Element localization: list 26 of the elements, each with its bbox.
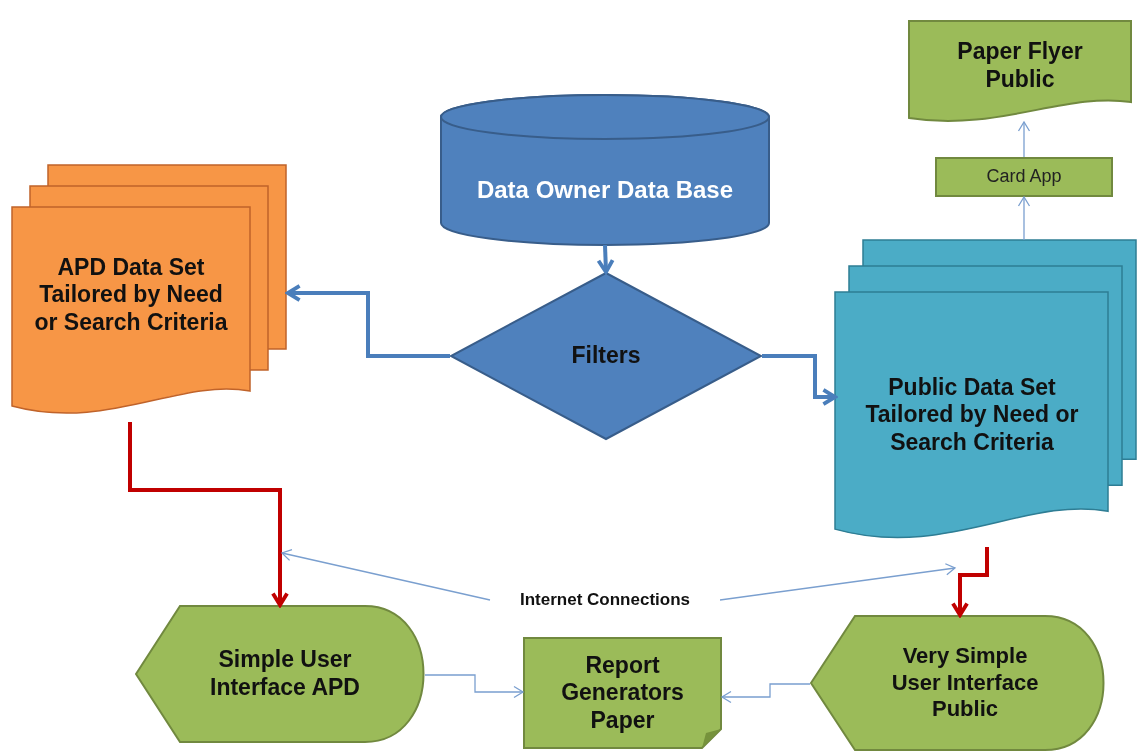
arrow: [762, 354, 837, 406]
node-label: Report Generators Paper: [560, 651, 685, 735]
node-label: Card App: [986, 166, 1062, 188]
arrow: [951, 547, 989, 617]
display-shape: [135, 605, 425, 743]
arrow: [281, 548, 491, 601]
display-shape: [810, 615, 1105, 751]
arrow: [596, 244, 615, 274]
node-label: Very Simple User Interface Public: [890, 643, 1040, 723]
node-label: Public Data Set Tailored by Need or Search Criteria: [864, 373, 1080, 457]
process-box: [935, 157, 1113, 197]
arrow: [1017, 196, 1031, 241]
node-label: Simple User Interface APD: [209, 646, 361, 702]
node-label: Paper Flyer Public: [956, 38, 1084, 94]
note-box: [523, 637, 722, 749]
arrow: [128, 422, 289, 607]
arrow: [721, 683, 811, 704]
node-label: Data Owner Data Base: [476, 175, 734, 205]
arrow: [286, 284, 450, 358]
database-cylinder: [440, 95, 770, 245]
arrow: [719, 563, 956, 601]
arrow: [1017, 121, 1031, 158]
decision-diamond: [450, 272, 762, 440]
node-label: APD Data Set Tailored by Need or Search Criteria: [33, 253, 229, 337]
arrow: [424, 674, 524, 699]
node-label: Filters: [571, 342, 641, 370]
